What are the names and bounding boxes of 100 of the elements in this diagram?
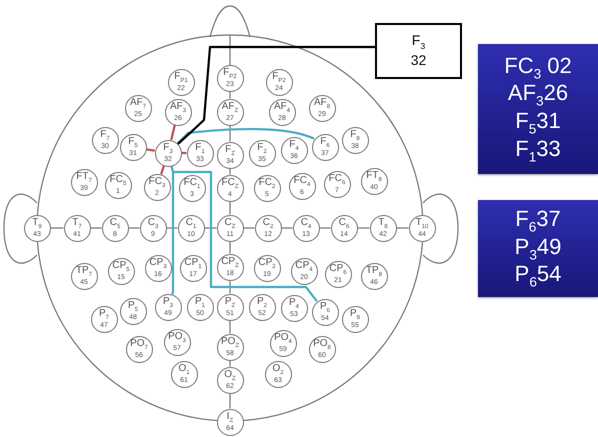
electrode-name: CP$_{2}$	[258, 258, 276, 270]
electrode-circle	[168, 68, 194, 96]
electrode-circle	[248, 140, 276, 166]
electrode-circle	[164, 328, 190, 356]
electrode-circle	[248, 294, 276, 320]
electrode-circle	[144, 254, 172, 282]
highlight-line	[177, 46, 375, 145]
connector-line	[128, 227, 140, 229]
electrode-name: O$_{2}$	[272, 364, 284, 376]
electrode-name: P$_{8}$	[350, 309, 360, 321]
electrode-name: O$_{1}$	[178, 364, 190, 376]
electrode-circle	[104, 172, 132, 198]
electrode-circle	[144, 174, 170, 200]
electrode-circle	[268, 98, 296, 126]
electrode-name: FC$_{1}$	[184, 178, 200, 190]
highlight-line	[160, 166, 165, 174]
connector-line	[358, 227, 370, 229]
electrode-circle	[216, 408, 244, 436]
electrode-circle	[216, 174, 244, 202]
electrode-circle	[360, 262, 388, 290]
electrode-name: FC$_{Z}$	[221, 178, 238, 190]
electrode-name: P$_{4}$	[288, 298, 299, 310]
connector-line	[320, 227, 330, 229]
electrode-name: CP$_{6}$	[329, 264, 347, 276]
electrode-name: FC$_{3}$	[148, 177, 166, 189]
electrode-name: P$_{7}$	[98, 309, 109, 321]
electrode-name: FT$_{8}$	[366, 171, 382, 183]
electrode-circle	[342, 306, 368, 332]
electrode-circle	[102, 214, 128, 242]
electrode-circle	[154, 294, 182, 320]
electrode-circle	[312, 134, 338, 160]
electrode-name: F$_{2}$	[257, 143, 267, 155]
electrode-circle	[140, 214, 166, 242]
electrode-circle	[254, 254, 280, 282]
connector-line	[396, 227, 408, 229]
panel-text: F$_{5}$31	[515, 109, 561, 137]
electrode-name: PO$_{4}$	[274, 333, 292, 345]
electrode-circle	[178, 174, 206, 202]
electrode-circle	[312, 298, 338, 326]
electrode-circle	[288, 172, 316, 200]
electrode-name: TP$_{8}$	[366, 266, 382, 278]
electrode-circle	[216, 98, 244, 126]
electrode-name: PO$_{Z}$	[220, 337, 240, 349]
electrode-circle	[126, 336, 152, 362]
electrode-name: F$_{6}$	[320, 137, 330, 149]
electrode-circle	[186, 294, 214, 320]
electrode-name: TP$_{7}$	[76, 266, 92, 278]
electrode-name: FC$_{6}$	[328, 174, 346, 186]
electrode-circle	[370, 214, 396, 242]
electrode-circle	[120, 134, 146, 160]
electrode-name: FC$_{2}$	[258, 178, 276, 190]
electrode-name: P$_{5}$	[128, 301, 138, 313]
electrode-name: P$_{1}$	[194, 297, 205, 309]
highlight-line	[170, 166, 318, 302]
electrode-circle	[324, 260, 352, 288]
connector-line	[229, 280, 231, 294]
electrode-circle	[324, 170, 350, 198]
electrode-circle	[164, 98, 192, 126]
electrode-circle	[92, 126, 118, 154]
electrode-name: PO$_{8}$	[313, 339, 331, 351]
electrode-name: AF$_{8}$	[314, 98, 330, 110]
electrode-name: F$_{PZ}$	[223, 68, 237, 80]
electrode-circle	[216, 214, 244, 242]
electrode-circle	[216, 64, 244, 92]
panel-text: 32	[410, 52, 426, 70]
electrode-name: AF$_{7}$	[130, 98, 146, 110]
electrode-name: C$_{5}$	[110, 218, 120, 230]
connector-line	[229, 242, 231, 254]
electrode-circle	[120, 298, 146, 324]
electrode-circle	[64, 214, 90, 242]
electrode-circle	[270, 330, 296, 356]
electrode-circle	[360, 168, 388, 194]
electrode-name: T$_{10}$	[416, 218, 428, 230]
electrode-name: C$_{3}$	[148, 218, 158, 230]
connector-line	[229, 320, 231, 334]
electrode-circle	[266, 68, 292, 96]
electrode-name: FC$_{5}$	[110, 175, 126, 187]
panel-text: F$_{3}$	[412, 32, 426, 52]
electrode-circle	[178, 214, 204, 242]
connector-line	[229, 126, 231, 142]
callout-box	[375, 23, 462, 79]
electrode-circle	[186, 140, 214, 166]
electrode-name: C$_{1}$	[186, 218, 196, 230]
electrode-name: CP$_{4}$	[295, 261, 313, 273]
electrode-name: C$_{2}$	[262, 218, 274, 230]
electrode-name: PO$_{7}$	[130, 339, 148, 351]
electrode-name: FT$_{7}$	[76, 172, 92, 184]
electrode-name: F$_{P2}$	[272, 72, 286, 84]
electrode-name: PO$_{3}$	[168, 332, 186, 344]
electrode-name: F$_{4}$	[289, 140, 299, 152]
connector-line	[50, 227, 64, 229]
electrode-name: C$_{4}$	[300, 218, 312, 230]
panel-text: FC$_{3}$ 02	[504, 54, 572, 82]
electrode-name: CP$_{1}$	[184, 258, 202, 270]
electrode-name: T$_{8}$	[378, 218, 388, 230]
connector-line	[244, 227, 254, 229]
electrode-circle	[264, 360, 292, 388]
electrode-name: F$_{1}$	[195, 143, 205, 155]
info-panel	[478, 200, 598, 297]
electrode-circle	[180, 254, 206, 282]
